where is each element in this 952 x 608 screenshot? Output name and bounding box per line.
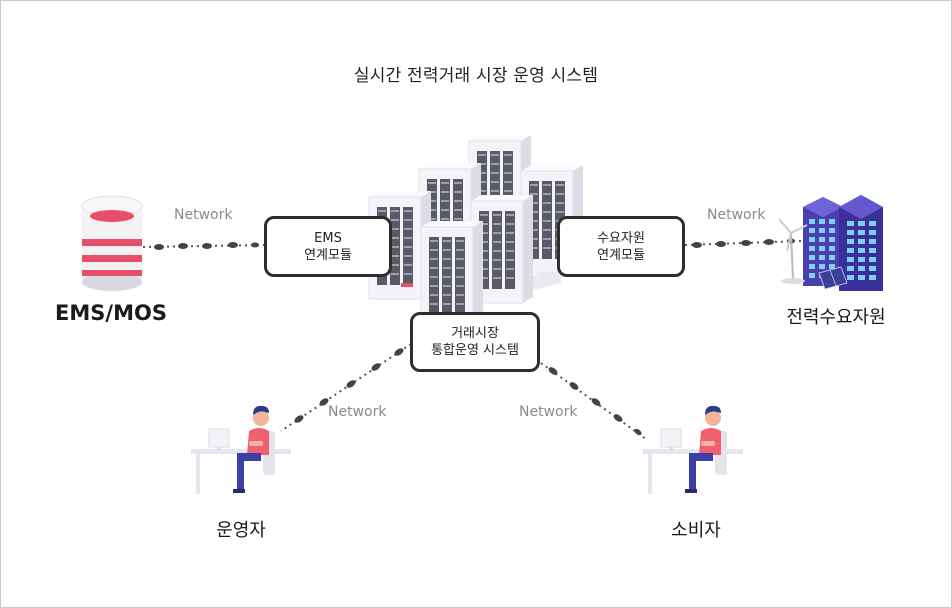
demand-resource-label: 전력수요자원	[786, 307, 886, 328]
operator-person-icon	[191, 405, 291, 494]
network-label-demand: Network	[707, 207, 766, 223]
diagram-title: 실시간 전력거래 시장 운영 시스템	[353, 66, 599, 86]
building-icon	[803, 195, 883, 291]
cable-ems	[142, 242, 267, 250]
ems-module-line1: EMS	[314, 230, 342, 246]
cable-operator	[280, 343, 412, 432]
consumer-person-icon	[643, 405, 743, 494]
market-system-box: 거래시장 통합운영 시스템	[410, 312, 540, 372]
network-label-ems: Network	[174, 207, 233, 223]
operator-label: 운영자	[216, 520, 266, 541]
solar-panel-icon	[818, 266, 848, 290]
network-label-consumer: Network	[519, 404, 578, 420]
wind-turbine-icon	[778, 218, 808, 284]
demand-module-box: 수요자원 연계모듈	[557, 216, 685, 277]
demand-module-line1: 수요자원	[597, 230, 645, 246]
ems-mos-label: EMS/MOS	[55, 301, 167, 325]
ems-module-box: EMS 연계모듈	[264, 216, 392, 277]
demand-module-line2: 연계모듈	[597, 247, 645, 263]
ems-module-line2: 연계모듈	[304, 247, 352, 263]
cable-consumer	[540, 362, 647, 440]
cable-demand	[684, 238, 802, 248]
consumer-label: 소비자	[671, 520, 721, 541]
server-cluster-icon	[368, 135, 583, 330]
market-system-line1: 거래시장	[451, 326, 499, 341]
market-system-line2: 통합운영 시스템	[431, 343, 519, 358]
network-label-operator: Network	[328, 404, 387, 420]
database-icon	[81, 195, 143, 291]
